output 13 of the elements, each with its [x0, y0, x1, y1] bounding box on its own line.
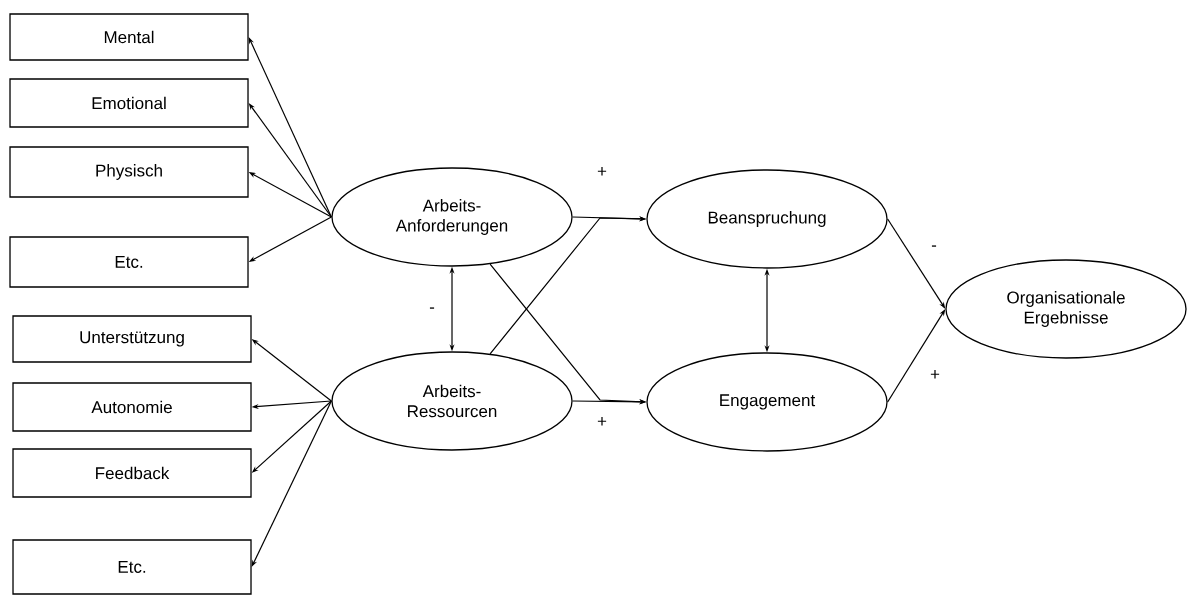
text-box: Feedback	[12, 448, 252, 498]
edge-label: +	[597, 417, 607, 426]
text-box: Etc.	[12, 539, 252, 595]
text-box: Emotional	[9, 78, 249, 128]
edge-label: +	[597, 167, 607, 176]
text-box: Etc.	[9, 236, 249, 288]
text-box: Physisch	[9, 146, 249, 198]
text-box: Mental	[9, 13, 249, 61]
edge-label: -	[429, 307, 435, 309]
text-box: Autonomie	[12, 382, 252, 432]
edge-label: +	[930, 370, 940, 379]
text-box: Unterstützung	[12, 315, 252, 363]
edge-label: -	[931, 245, 937, 247]
